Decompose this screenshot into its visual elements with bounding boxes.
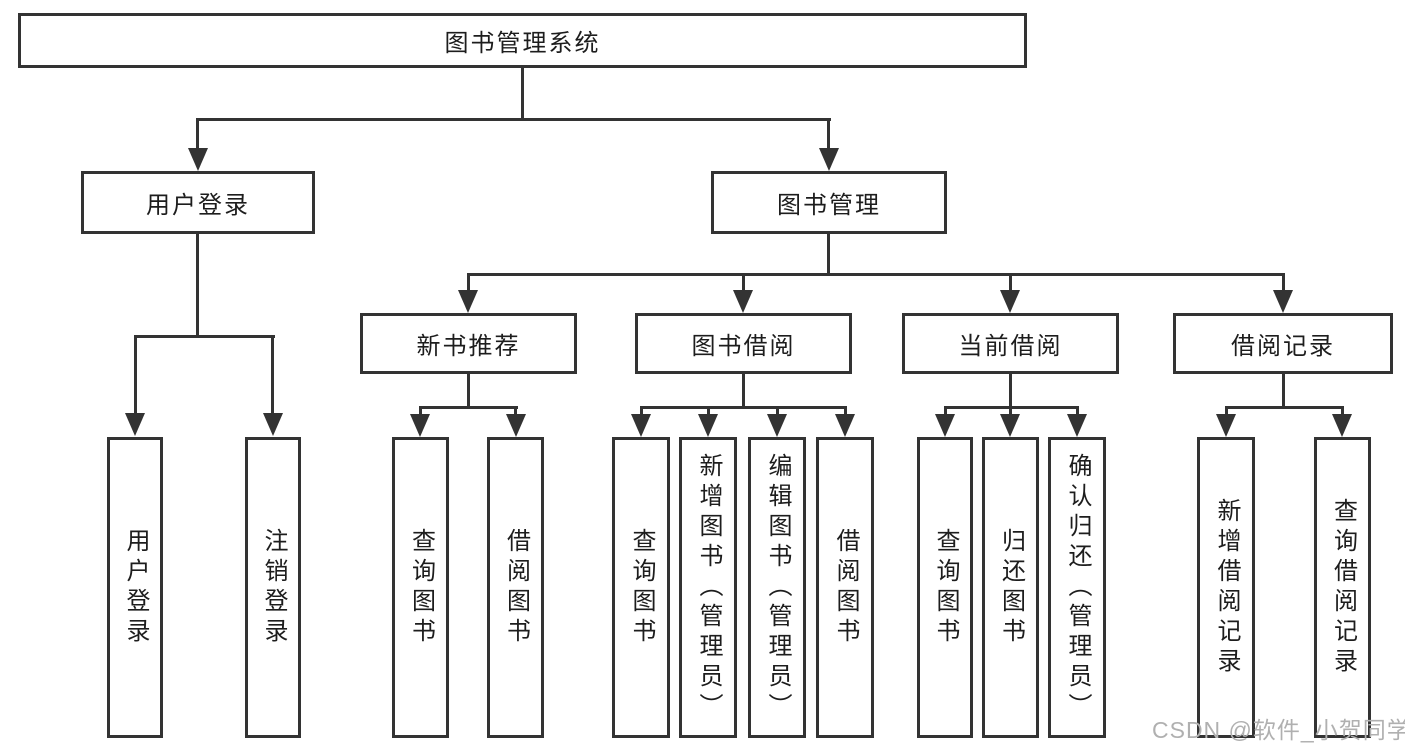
leaf-borrow-books-recommend: 借阅图书 [487,437,544,738]
connector-level2-rail [197,118,831,121]
node-book-borrowing: 图书借阅 [635,313,852,374]
connector-new-book-rail [419,406,518,409]
node-label: 图书管理 [777,192,881,219]
connector-new-book-drop [467,273,470,293]
arrowhead-query-books-3 [935,414,955,437]
leaf-query-borrow-record: 查询借阅记录 [1314,437,1371,738]
connector-borrow-records-rail [1225,406,1344,409]
leaf-label: 归还图书 [997,527,1025,648]
leaf-label: 查询图书 [628,527,655,648]
connector-drop [514,406,517,416]
connector-current-borrow-drop [1009,273,1012,293]
connector-drop [419,406,422,416]
leaf-label: 查询借阅记录 [1329,497,1357,678]
arrowhead-query-books-2 [631,414,651,437]
leaf-label: 借阅图书 [502,527,530,648]
arrowhead-leaf-logout [263,413,283,436]
node-label: 当前借阅 [958,333,1063,360]
leaf-add-borrow-record: 新增借阅记录 [1197,437,1255,738]
leaf-label: 借阅图书 [832,527,859,648]
node-new-book-recommendation: 新书推荐 [360,313,577,374]
node-label: 用户登录 [146,192,250,219]
connector-drop [844,406,847,416]
leaf-query-books-current: 查询图书 [917,437,973,738]
connector-drop [1225,406,1228,416]
csdn-watermark: CSDN @软件_小贺同学 [1152,717,1405,743]
leaf-label: 查询图书 [932,527,959,648]
connector-borrow-records-stem [1282,374,1285,409]
node-label: 新书推荐 [416,333,521,360]
arrowhead-edit-books [767,414,787,437]
connector-borrow-records-drop [1282,273,1285,293]
connector-book-borrow-drop [742,273,745,293]
connector-drop [776,406,779,416]
connector-drop [944,406,947,416]
connector-drop [1341,406,1344,416]
arrowhead-add-borrow-record [1216,414,1236,437]
arrowhead-borrow-records [1273,290,1293,313]
leaf-query-books-borrowing: 查询图书 [612,437,670,738]
leaf-label: 注销登录 [260,527,287,648]
leaf-label: 确认归还（管理员） [1064,452,1091,723]
leaf-add-books-admin: 新增图书（管理员） [679,437,737,738]
connector-user-login-rail [134,335,275,338]
arrowhead-query-books-1 [410,414,430,437]
connector-user-login-stem [196,234,199,337]
connector-leaf-logout-drop [271,335,274,415]
arrowhead-leaf-login [125,413,145,436]
node-library-management-system: 图书管理系统 [18,13,1027,68]
arrowhead-book-management [819,148,839,171]
node-current-borrowing: 当前借阅 [902,313,1119,374]
leaf-logout: 注销登录 [245,437,301,738]
leaf-label: 新增图书（管理员） [695,452,722,723]
connector-drop [1076,406,1079,416]
arrowhead-borrow-books-1 [506,414,526,437]
connector-book-management-drop [827,118,830,151]
leaf-label: 查询图书 [407,527,435,648]
connector-drop [640,406,643,416]
node-borrowing-records: 借阅记录 [1173,313,1393,374]
arrowhead-add-books [698,414,718,437]
connector-book-borrow-stem [742,374,745,409]
leaf-user-login: 用户登录 [107,437,163,738]
leaf-return-books: 归还图书 [982,437,1039,738]
leaf-label: 用户登录 [122,527,149,648]
node-user-login: 用户登录 [81,171,315,234]
connector-current-borrow-stem [1009,374,1012,409]
leaf-label: 编辑图书（管理员） [764,452,791,723]
connector-book-management-stem [827,234,830,276]
node-label: 借阅记录 [1231,333,1335,360]
connector-user-login-drop [196,118,199,151]
leaf-confirm-return-admin: 确认归还（管理员） [1048,437,1106,738]
arrowhead-confirm-return [1067,414,1087,437]
connector-drop [707,406,710,416]
arrowhead-query-borrow-record [1332,414,1352,437]
leaf-borrow-books-borrowing: 借阅图书 [816,437,874,738]
connector-new-book-stem [467,374,470,409]
leaf-query-books-recommend: 查询图书 [392,437,449,738]
arrowhead-current-borrow [1000,290,1020,313]
arrowhead-new-book [458,290,478,313]
arrowhead-book-borrow [733,290,753,313]
node-label: 图书管理系统 [444,30,601,57]
node-label: 图书借阅 [691,333,796,360]
connector-level3-rail [467,273,1285,276]
connector-leaf-login-drop [134,335,137,415]
arrowhead-return-books [1000,414,1020,437]
connector-drop [1009,406,1012,416]
connector-book-borrow-rail [640,406,847,409]
node-book-management: 图书管理 [711,171,947,234]
leaf-edit-books-admin: 编辑图书（管理员） [748,437,806,738]
connector-root-stem [521,68,524,121]
leaf-label: 新增借阅记录 [1213,497,1240,678]
arrowhead-user-login [188,148,208,171]
arrowhead-borrow-books-2 [835,414,855,437]
